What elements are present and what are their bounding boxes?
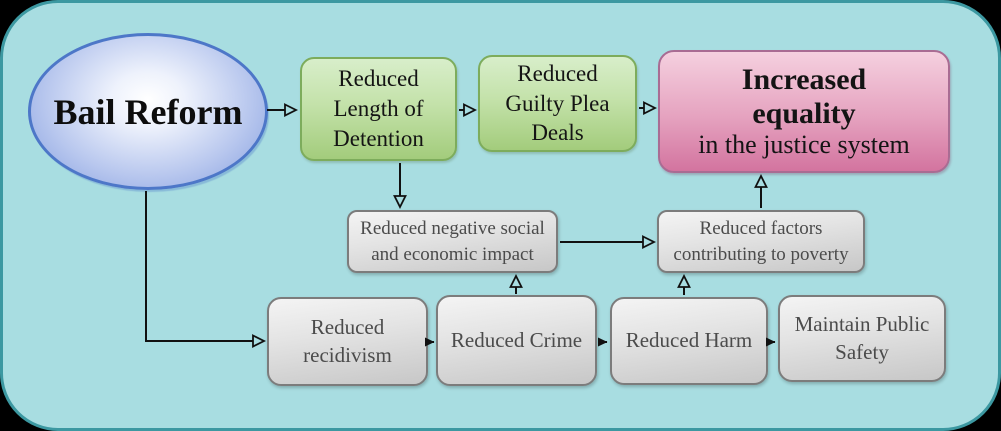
node-title-line: equality xyxy=(752,96,856,130)
node-label-line: and economic impact xyxy=(371,243,534,265)
node-maintain-public-safety: Maintain Public Safety xyxy=(778,295,946,382)
node-label: Bail Reform xyxy=(53,91,243,132)
node-reduced-guilty-plea-deals: Reduced Guilty Plea Deals xyxy=(478,55,637,152)
node-label-line: Detention xyxy=(333,125,424,151)
node-subtitle: in the justice system xyxy=(698,130,910,160)
node-title-line: Increased xyxy=(741,62,867,96)
node-label-line: Safety xyxy=(835,339,889,364)
node-label-line: contributing to poverty xyxy=(673,243,849,265)
node-label-line: Length of xyxy=(333,96,424,122)
node-bail-reform: Bail Reform xyxy=(28,33,268,190)
node-label: Reduced Harm xyxy=(625,328,753,353)
node-label-line: Deals xyxy=(531,120,584,146)
node-label: Reduced Crime xyxy=(450,327,583,352)
node-label-line: Guilty Plea xyxy=(505,90,610,116)
node-label-line: Reduced xyxy=(338,66,419,92)
node-title: Increased equality xyxy=(742,63,866,130)
node-label-line: Reduced xyxy=(310,315,385,340)
node-label-line: Reduced xyxy=(517,60,598,86)
node-reduced-harm: Reduced Harm xyxy=(610,297,768,385)
node-label-line: Reduced factors xyxy=(699,217,823,239)
node-reduced-length-of-detention: Reduced Length of Detention xyxy=(300,57,457,161)
node-reduced-factors-contributing-to-poverty: Reduced factors contributing to poverty xyxy=(657,210,865,273)
node-reduced-crime: Reduced Crime xyxy=(436,295,597,386)
node-label-line: recidivism xyxy=(303,342,392,367)
node-label-line: Maintain Public xyxy=(794,312,930,337)
node-label-line: Reduced negative social xyxy=(360,217,545,239)
node-reduced-negative-social-and-economic-impact: Reduced negative social and economic imp… xyxy=(347,210,558,273)
node-increased-equality: Increased equality in the justice system xyxy=(658,50,950,173)
node-reduced-recidivism: Reduced recidivism xyxy=(267,297,428,386)
